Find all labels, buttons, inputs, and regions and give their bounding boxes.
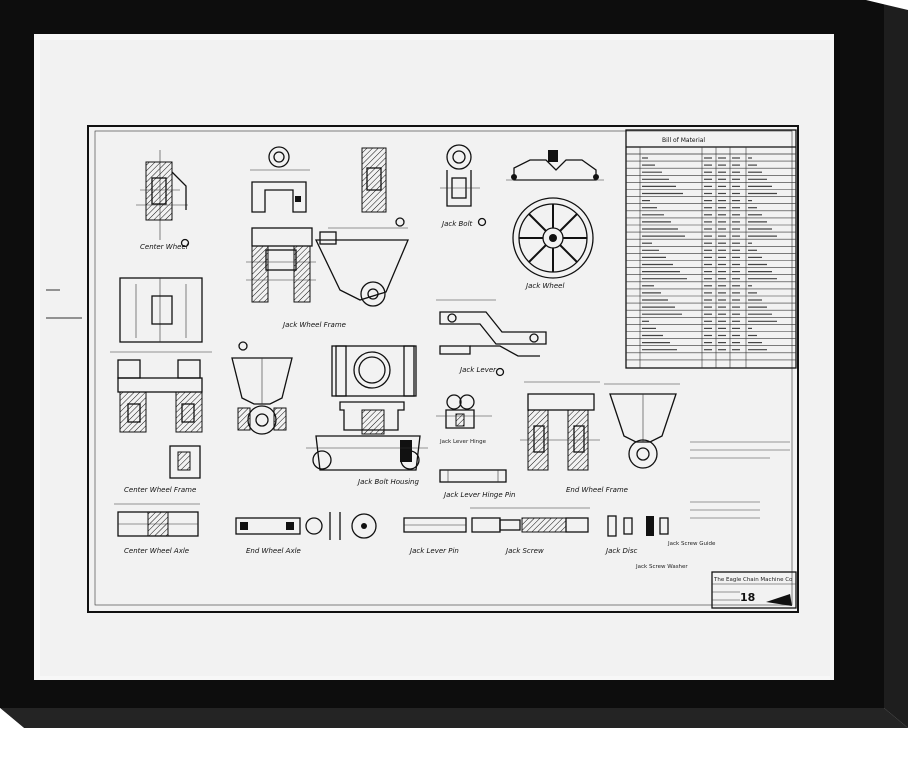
notes-scribble xyxy=(690,441,790,519)
label-jack-screw-guide: Jack Screw Guide xyxy=(667,541,716,547)
drawing-border xyxy=(87,125,799,613)
jack-wheel-view xyxy=(506,150,604,279)
label-end-wheel-frame: End Wheel Frame xyxy=(566,486,628,494)
jack-lever-pin-view xyxy=(403,517,467,533)
title-block: 18 xyxy=(711,571,797,609)
jack-lever-view xyxy=(436,299,547,377)
bom-title: Bill of Material xyxy=(662,137,705,144)
center-wheel-axle-view xyxy=(114,503,200,537)
label-jack-wheel-frame: Jack Wheel Frame xyxy=(281,321,346,329)
jack-wheel-frame-side xyxy=(314,147,409,307)
jack-screw-view xyxy=(470,507,590,533)
label-jack-lever: Jack Lever xyxy=(458,366,497,374)
label-center-wheel-frame: Center Wheel Frame xyxy=(124,486,196,494)
label-jack-bolt-housing: Jack Bolt Housing xyxy=(356,478,419,486)
end-wheel-axle-view xyxy=(235,512,377,540)
jack-bolt-view xyxy=(440,144,487,227)
jack-wheel-frame-top xyxy=(246,146,316,303)
frame-bevel-bottom xyxy=(0,708,908,728)
jack-disc-view xyxy=(607,515,669,537)
label-jack-lever-hinge-pin-short: Jack Lever Hinge xyxy=(439,439,487,445)
center-wheel-frame-view xyxy=(110,277,212,479)
label-center-wheel: Center Wheel xyxy=(140,243,188,251)
label-center-wheel-axle: Center Wheel Axle xyxy=(124,547,189,555)
jack-lever-hinge-pin-view xyxy=(436,394,507,483)
label-jack-screw: Jack Screw xyxy=(504,547,544,555)
label-jack-lever-pin: Jack Lever Pin xyxy=(408,547,459,555)
label-jack-lever-hinge-pin: Jack Lever Hinge Pin xyxy=(442,491,515,499)
label-jack-wheel: Jack Wheel xyxy=(524,282,564,290)
drawing-number: 18 xyxy=(740,591,755,604)
title-block-company: The Eagle Chain Machine Co xyxy=(713,577,793,583)
center-wheel-view xyxy=(136,150,190,248)
label-jack-screw-washer: Jack Screw Washer xyxy=(635,564,688,570)
label-jack-bolt: Jack Bolt xyxy=(440,220,473,228)
center-wheel-frame-side xyxy=(231,341,293,435)
label-jack-disc: Jack Disc xyxy=(604,547,637,555)
frame-bevel-right xyxy=(884,0,908,728)
bill-of-material-table xyxy=(625,129,797,369)
label-end-wheel-axle: End Wheel Axle xyxy=(246,547,301,555)
end-wheel-frame-view xyxy=(520,381,680,471)
jack-bolt-housing-view xyxy=(306,345,428,471)
